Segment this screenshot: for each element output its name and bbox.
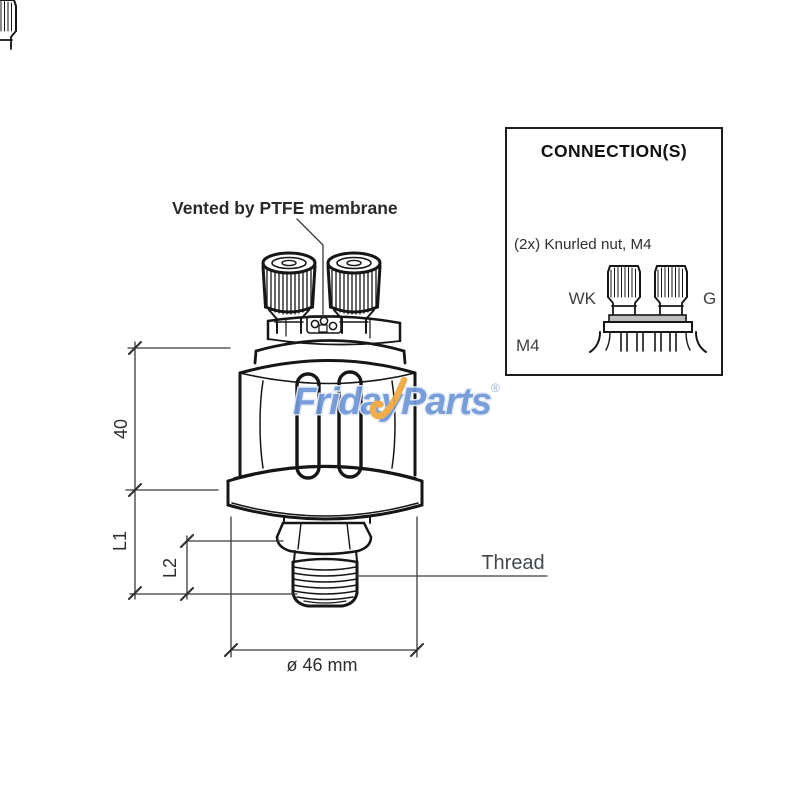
diameter-label: ø 46 mm: [286, 655, 357, 675]
mini-base-plate: [603, 321, 693, 333]
dim-l1-label: L1: [110, 531, 130, 551]
watermark-text-second: Parts: [401, 381, 491, 423]
dimension-lines: [125, 218, 548, 658]
thread-label: Thread: [481, 552, 544, 574]
connections-panel: CONNECTION(S) (2x) Knurled nut, M4 WK G …: [0, 0, 723, 376]
connections-title: CONNECTION(S): [541, 141, 687, 161]
top-cap: [253, 315, 407, 365]
knurled-nut-right: [326, 251, 382, 335]
connections-mini-diagram: [0, 0, 707, 353]
body-slot-left: [295, 372, 321, 480]
pressure-sender-drawing: [226, 251, 424, 608]
vent-stud: [306, 315, 342, 334]
vented-leader-line: [296, 218, 324, 318]
watermark-text-first: Friday: [293, 381, 404, 423]
thread-size-label: M4: [516, 336, 540, 355]
watermark-swoosh-icon: [369, 376, 408, 420]
watermark-registered-mark: ®: [491, 381, 500, 395]
body-slot-right: [337, 370, 363, 479]
terminal-wk-label: WK: [569, 289, 597, 308]
fridayparts-watermark: Friday Parts ®: [292, 376, 500, 425]
base-flange: [226, 464, 424, 521]
dim-40-label: 40: [111, 419, 131, 439]
dim-l2-label: L2: [160, 558, 180, 578]
mini-terminal-strip: [608, 314, 687, 323]
dimension-labels: Vented by PTFE membrane 40 L1 L2 ø 46 mm…: [110, 198, 545, 675]
knurled-nut-left: [261, 251, 317, 334]
threaded-stud: [291, 550, 359, 608]
hex-nut: [275, 516, 373, 556]
sensor-body: [238, 359, 417, 480]
connections-note: (2x) Knurled nut, M4: [514, 236, 652, 253]
vented-label: Vented by PTFE membrane: [172, 198, 398, 218]
terminal-g-label: G: [703, 289, 716, 308]
